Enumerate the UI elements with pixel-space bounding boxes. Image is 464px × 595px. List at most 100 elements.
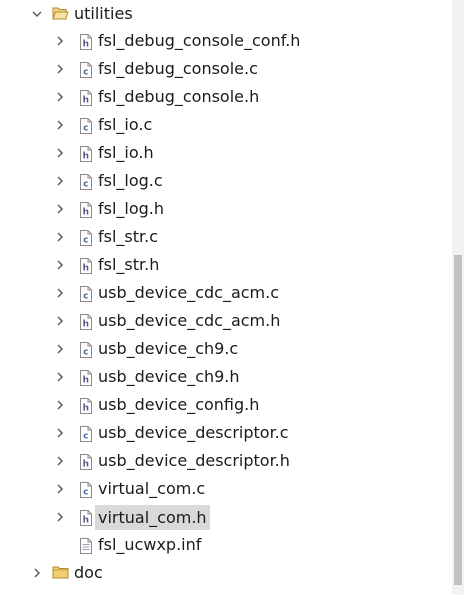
svg-text:c: c (83, 236, 88, 246)
tree-item-file[interactable]: h usb_device_cdc_acm.h (0, 307, 452, 335)
svg-text:c: c (83, 348, 88, 358)
c-source-file-icon: c (79, 118, 93, 134)
tree-item-file[interactable]: h fsl_log.h (0, 195, 452, 223)
header-file-icon: h (79, 34, 93, 50)
c-source-file-icon: c (79, 62, 93, 78)
svg-text:c: c (83, 124, 88, 134)
header-file-icon: h (79, 146, 93, 162)
chevron-right-icon[interactable] (30, 559, 44, 587)
tree-item-label: fsl_debug_console.c (98, 59, 258, 78)
tree-item-label: usb_device_descriptor.c (98, 423, 289, 442)
c-source-file-icon: c (79, 230, 93, 246)
svg-text:h: h (83, 404, 89, 414)
c-source-file-icon: c (79, 342, 93, 358)
chevron-right-icon[interactable] (53, 27, 67, 55)
tree-item-file[interactable]: fsl_ucwxp.inf (0, 531, 452, 559)
chevron-right-icon[interactable] (53, 503, 67, 531)
chevron-right-icon[interactable] (53, 251, 67, 279)
tree-item-label: utilities (74, 4, 133, 23)
chevron-down-icon[interactable] (30, 0, 44, 28)
svg-text:h: h (83, 516, 89, 526)
vertical-scrollbar[interactable] (452, 0, 464, 595)
tree-item-file[interactable]: h fsl_str.h (0, 251, 452, 279)
tree-item-label: usb_device_ch9.h (98, 367, 240, 386)
header-file-icon: h (79, 90, 93, 106)
tree-item-label: usb_device_cdc_acm.c (98, 283, 280, 302)
header-file-icon: h (79, 510, 93, 526)
header-file-icon: h (79, 202, 93, 218)
folder-closed-icon (52, 565, 69, 581)
tree-item-label: fsl_debug_console_conf.h (98, 31, 301, 50)
chevron-right-icon[interactable] (53, 363, 67, 391)
chevron-right-icon[interactable] (53, 55, 67, 83)
chevron-right-icon[interactable] (53, 307, 67, 335)
svg-text:h: h (83, 152, 89, 162)
header-file-icon: h (79, 370, 93, 386)
tree-item-label: virtual_com.c (98, 479, 206, 498)
tree-item-label: fsl_log.h (98, 199, 165, 218)
tree-item-label: fsl_io.h (98, 143, 154, 162)
chevron-right-icon[interactable] (53, 335, 67, 363)
svg-text:h: h (83, 460, 89, 470)
tree-item-label: usb_device_descriptor.h (98, 451, 290, 470)
tree-item-file[interactable]: h usb_device_ch9.h (0, 363, 452, 391)
svg-text:c: c (83, 68, 88, 78)
tree-item-file[interactable]: c virtual_com.c (0, 475, 452, 503)
chevron-right-icon[interactable] (53, 475, 67, 503)
header-file-icon: h (79, 398, 93, 414)
chevron-right-icon[interactable] (53, 139, 67, 167)
tree-item-file[interactable]: c usb_device_descriptor.c (0, 419, 452, 447)
svg-text:h: h (83, 320, 89, 330)
tree-item-file[interactable]: h fsl_debug_console_conf.h (0, 27, 452, 55)
svg-text:c: c (83, 180, 88, 190)
folder-open-icon (52, 6, 69, 22)
text-file-icon (79, 538, 93, 554)
scrollbar-thumb[interactable] (454, 255, 462, 585)
tree-item-file[interactable]: c usb_device_cdc_acm.c (0, 279, 452, 307)
svg-text:c: c (83, 432, 88, 442)
chevron-right-icon[interactable] (53, 419, 67, 447)
tree-item-label: usb_device_ch9.c (98, 339, 239, 358)
tree-item-file[interactable]: h usb_device_config.h (0, 391, 452, 419)
c-source-file-icon: c (79, 426, 93, 442)
svg-text:h: h (83, 40, 89, 50)
tree-item-label: virtual_com.h (95, 505, 210, 530)
tree-item-label: usb_device_cdc_acm.h (98, 311, 281, 330)
header-file-icon: h (79, 314, 93, 330)
tree-item-file[interactable]: c fsl_log.c (0, 167, 452, 195)
chevron-right-icon[interactable] (53, 195, 67, 223)
svg-text:h: h (83, 208, 89, 218)
chevron-right-icon[interactable] (53, 83, 67, 111)
c-source-file-icon: c (79, 174, 93, 190)
svg-text:h: h (83, 376, 89, 386)
chevron-right-icon[interactable] (53, 391, 67, 419)
tree-item-label: fsl_str.c (98, 227, 159, 246)
tree-item-file[interactable]: c fsl_str.c (0, 223, 452, 251)
svg-text:h: h (83, 96, 89, 106)
svg-text:c: c (83, 488, 88, 498)
tree-item-utilities[interactable]: utilities (0, 0, 452, 28)
chevron-right-icon[interactable] (53, 167, 67, 195)
tree-item-label: usb_device_config.h (98, 395, 260, 414)
tree-item-file[interactable]: c fsl_debug_console.c (0, 55, 452, 83)
chevron-right-icon[interactable] (53, 223, 67, 251)
tree-item-file[interactable]: h virtual_com.h (0, 503, 452, 531)
chevron-right-icon[interactable] (53, 279, 67, 307)
tree-item-label: fsl_str.h (98, 255, 160, 274)
tree-item-label: doc (74, 563, 103, 582)
tree-item-label: fsl_log.c (98, 171, 163, 190)
c-source-file-icon: c (79, 482, 93, 498)
header-file-icon: h (79, 454, 93, 470)
c-source-file-icon: c (79, 286, 93, 302)
header-file-icon: h (79, 258, 93, 274)
tree-item-label: fsl_ucwxp.inf (98, 535, 202, 554)
chevron-right-icon[interactable] (53, 447, 67, 475)
chevron-right-icon[interactable] (53, 111, 67, 139)
tree-item-file[interactable]: c usb_device_ch9.c (0, 335, 452, 363)
tree-item-file[interactable]: h usb_device_descriptor.h (0, 447, 452, 475)
tree-item-file[interactable]: h fsl_io.h (0, 139, 452, 167)
tree-item-doc[interactable]: doc (0, 559, 452, 587)
